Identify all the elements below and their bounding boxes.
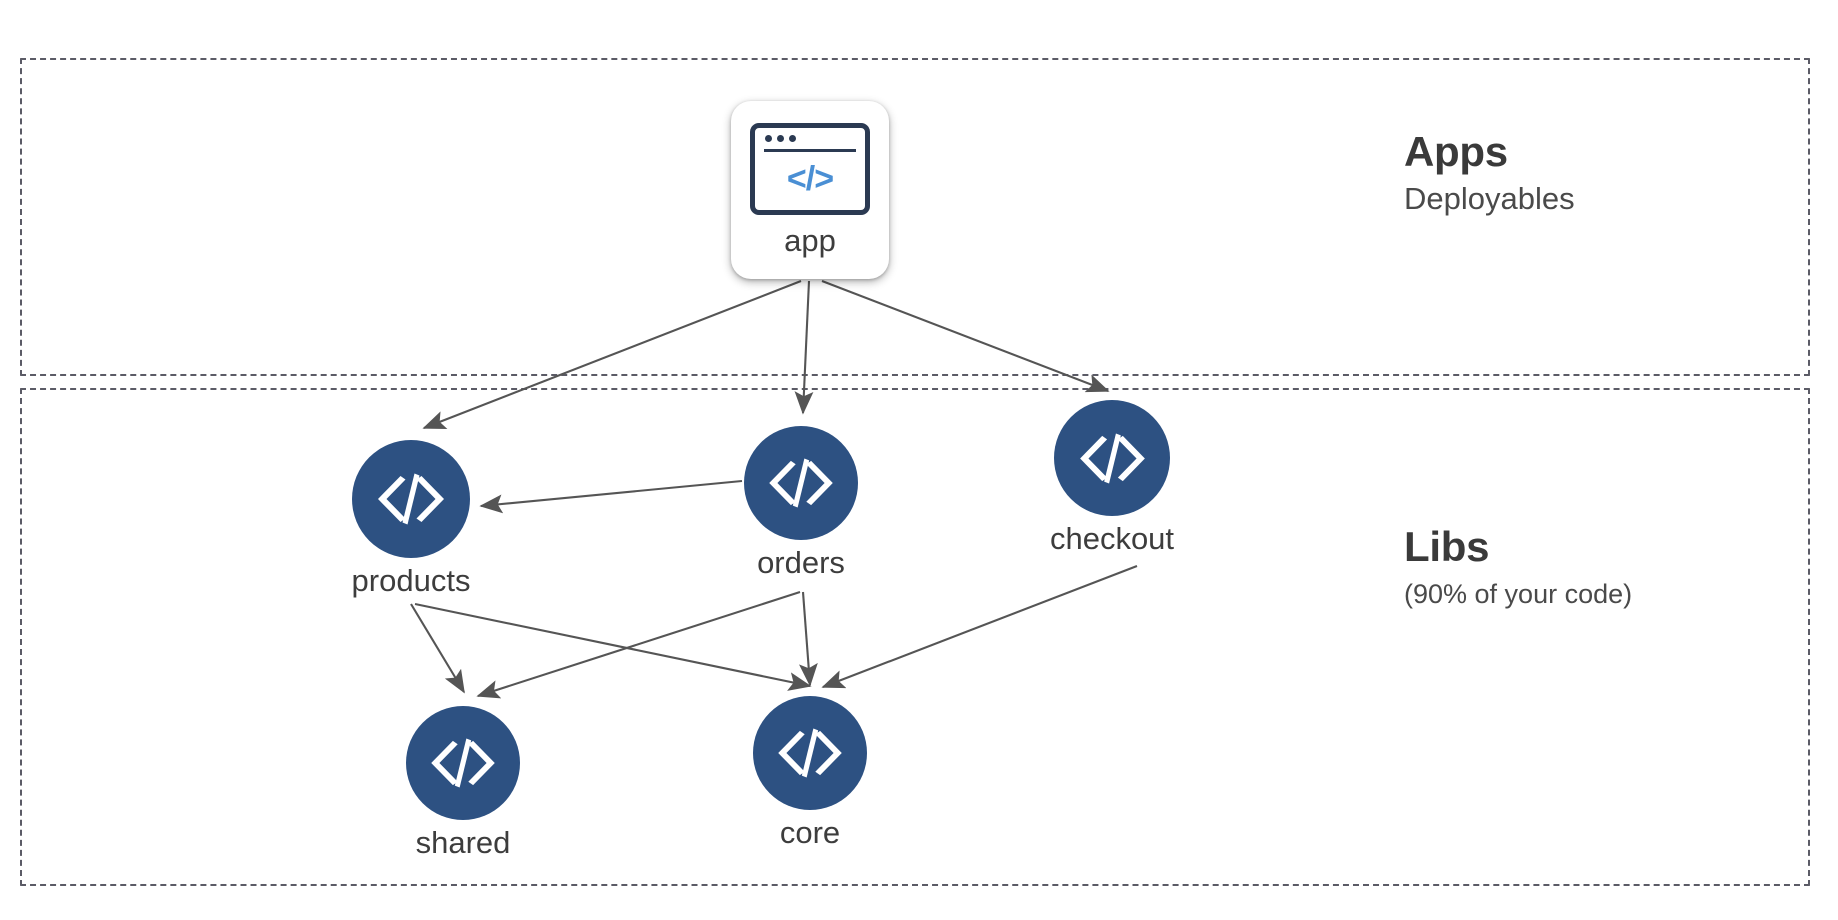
node-app[interactable]: </> app <box>731 101 889 279</box>
node-products[interactable]: products <box>352 440 470 598</box>
code-icon <box>753 696 867 810</box>
browser-code-icon: </> <box>750 123 870 215</box>
node-orders[interactable]: orders <box>744 426 858 580</box>
node-shared[interactable]: shared <box>406 706 520 860</box>
node-products-label: products <box>351 563 471 598</box>
browser-titlebar-rule <box>764 149 856 152</box>
node-checkout[interactable]: checkout <box>1050 400 1174 556</box>
region-box-libs <box>20 388 1810 886</box>
region-caption-libs: Libs (90% of your code) <box>1404 523 1633 612</box>
code-glyph: </> <box>786 160 834 198</box>
node-core[interactable]: core <box>753 696 867 850</box>
browser-dots-icon <box>765 135 796 142</box>
region-subtitle-libs: (90% of your code) <box>1404 579 1633 610</box>
code-icon <box>352 440 470 558</box>
code-icon <box>744 426 858 540</box>
region-subtitle-apps: Deployables <box>1404 181 1575 217</box>
code-icon <box>406 706 520 820</box>
node-checkout-label: checkout <box>1049 521 1175 556</box>
node-orders-label: orders <box>757 545 845 580</box>
region-title-libs: Libs <box>1404 523 1490 570</box>
node-app-label: app <box>784 223 836 258</box>
node-shared-label: shared <box>415 825 511 860</box>
region-caption-apps: Apps Deployables <box>1404 128 1575 219</box>
code-icon <box>1054 400 1170 516</box>
node-core-label: core <box>779 815 841 850</box>
region-title-apps: Apps <box>1404 128 1508 175</box>
